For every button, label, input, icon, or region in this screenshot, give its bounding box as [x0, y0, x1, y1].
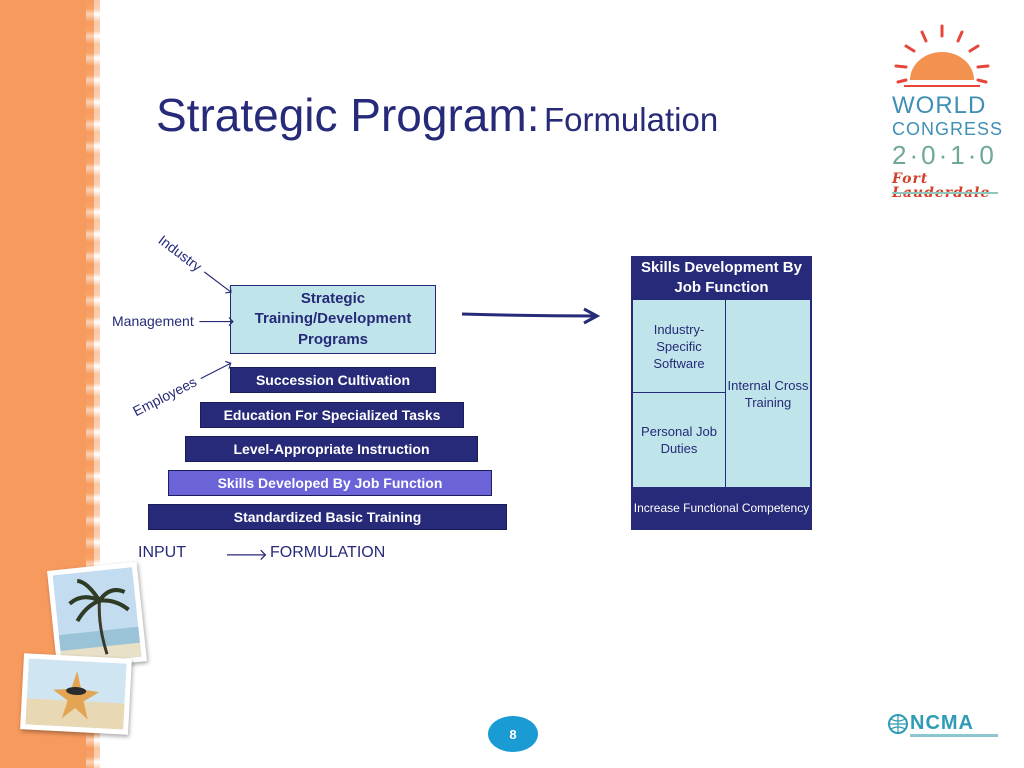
starfish-icon: [25, 658, 127, 730]
world-congress-logo: WORLD CONGRESS 2·0·1·0 Fort Lauderdale: [884, 22, 1004, 202]
cell-internal-cross-training: Internal Cross Training: [725, 299, 811, 488]
layer-education-specialized-tasks: Education For Specialized Tasks: [200, 402, 464, 428]
logo-line-congress: CONGRESS: [892, 119, 1004, 139]
input-label: INPUT: [138, 544, 186, 561]
starfish-photo: [20, 653, 132, 735]
layer-succession-cultivation: Succession Cultivation: [230, 367, 436, 393]
layer-skills-developed: Skills Developed By Job Function: [168, 470, 492, 496]
title-main: Strategic Program:: [156, 89, 540, 141]
industry-text: Industry: [155, 231, 205, 275]
strategic-programs-box: Strategic Training/Development Programs: [230, 285, 436, 354]
page-number-badge: 8: [488, 716, 538, 752]
arrow-right-icon: 🡒: [197, 313, 236, 329]
skills-development-table: Skills Development By Job Function Indus…: [631, 256, 812, 530]
cell-industry-software: Industry-Specific Software: [632, 299, 726, 393]
ncma-text: NCMA: [910, 712, 974, 734]
layer-level-appropriate-instruction: Level-Appropriate Instruction: [185, 436, 478, 462]
skills-table-header: Skills Development By Job Function: [632, 257, 811, 299]
formulation-label: FORMULATION: [270, 544, 386, 561]
logo-line-city: Fort Lauderdale: [892, 171, 991, 201]
slide-title: Strategic Program: Formulation: [156, 88, 718, 142]
management-text: Management: [112, 313, 194, 329]
ncma-logo: NCMA: [888, 712, 998, 742]
arrow-right-icon: 🡒: [198, 264, 238, 300]
palm-tree-photo: [47, 561, 147, 671]
skills-table-footer: Increase Functional Competency: [632, 487, 811, 529]
logo-line-world: WORLD: [892, 92, 987, 119]
employees-text: Employees: [130, 373, 200, 420]
logo-underline: [892, 192, 998, 194]
title-sub: Formulation: [543, 101, 719, 138]
arrow-right-icon: 🡒: [225, 547, 268, 564]
ncma-tagline-bar: [910, 734, 998, 737]
layer-standardized-basic-training: Standardized Basic Training: [148, 504, 507, 530]
palm-tree-icon: [52, 567, 142, 665]
sun-icon: [894, 24, 990, 87]
logo-line-year: 2·0·1·0: [892, 140, 997, 170]
management-label: Management 🡒: [112, 313, 235, 330]
cell-personal-duties: Personal Job Duties: [632, 392, 726, 488]
long-arrow-icon: [461, 307, 600, 325]
industry-label: Industry 🡒: [155, 232, 238, 300]
globe-icon: [888, 714, 908, 734]
